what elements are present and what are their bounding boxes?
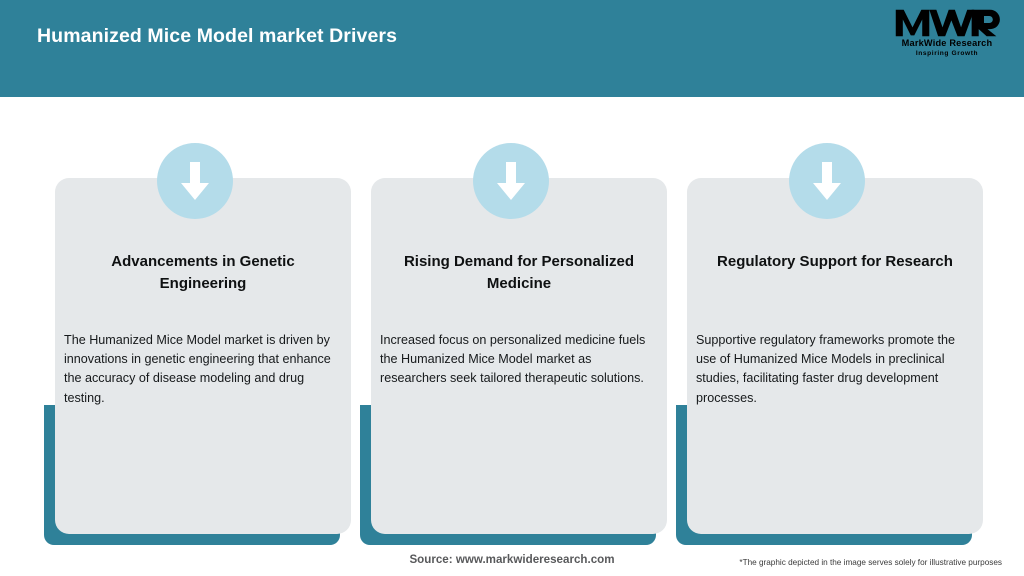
disclaimer-label: *The graphic depicted in the image serve… [739, 558, 1002, 567]
card-heading: Rising Demand for Personalized Medicine [403, 253, 635, 292]
driver-card-2: Rising Demand for Personalized Medicine … [353, 143, 667, 545]
card-heading: Regulatory Support for Research [717, 253, 953, 270]
brand-logo: MarkWide Research Inspiring Growth [888, 8, 1006, 64]
logo-company-name: MarkWide Research [901, 38, 993, 48]
mwr-logo-icon [895, 9, 1000, 37]
card-body-text: Increased focus on personalized medicine… [380, 333, 646, 386]
down-arrow-icon [789, 143, 865, 219]
driver-card-3: Regulatory Support for Research Supporti… [669, 143, 983, 545]
down-arrow-icon [157, 143, 233, 219]
down-arrow-icon [473, 143, 549, 219]
card-heading: Advancements in Genetic Engineering [111, 253, 295, 292]
driver-card-1: Advancements in Genetic Engineering The … [37, 143, 351, 545]
down-arrow-glyph [813, 162, 841, 200]
card-panel [687, 178, 983, 534]
source-label: Source: www.markwideresearch.com [409, 553, 615, 566]
card-body-text: Supportive regulatory frameworks promote… [696, 333, 955, 405]
card-panel [55, 178, 351, 534]
down-arrow-glyph [497, 162, 525, 200]
logo-tagline: Inspiring Growth [915, 50, 979, 57]
down-arrow-glyph [181, 162, 209, 200]
card-panel [371, 178, 667, 534]
page-title: Humanized Mice Model market Drivers [37, 25, 398, 47]
card-body-text: The Humanized Mice Model market is drive… [64, 333, 331, 405]
header-band [0, 0, 1024, 97]
